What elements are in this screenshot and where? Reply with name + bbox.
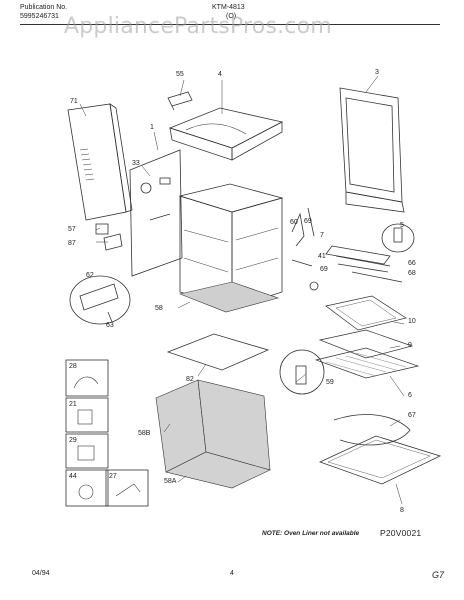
part-label-28: 28 <box>69 363 77 370</box>
part-label-58B: 58B <box>138 430 151 437</box>
part-label-9: 9 <box>408 342 412 349</box>
publication-number: 5995246731 <box>20 13 59 20</box>
part-label-69: 69 <box>320 266 328 273</box>
part-label-57: 57 <box>68 226 76 233</box>
part-label-5: 5 <box>400 222 404 229</box>
side-wall-drawing <box>129 149 183 277</box>
part-label-63: 63 <box>106 322 114 329</box>
oven-rack-drawing <box>314 295 420 379</box>
door-panel-drawing <box>339 87 405 213</box>
side-panel-drawing <box>67 103 133 221</box>
part-boxes-drawing <box>65 359 149 507</box>
footer-mark: G7 <box>432 570 445 580</box>
part-label-41: 41 <box>318 253 326 260</box>
insulation-blanket-drawing <box>155 379 271 489</box>
part-label-68: 68 <box>408 270 416 277</box>
part-label-67: 67 <box>408 412 416 419</box>
broil-element-drawing <box>325 245 403 283</box>
part-label-82: 82 <box>186 376 194 383</box>
watermark: AppliancePartsPros.com <box>64 14 332 39</box>
part-label-62: 62 <box>86 272 94 279</box>
part-label-29: 29 <box>69 437 77 444</box>
top-panel-drawing <box>168 107 284 161</box>
drawing-code: P20V0021 <box>380 528 422 538</box>
part-label-69-top: 69 <box>304 218 312 225</box>
control-parts-drawing <box>69 223 131 325</box>
publication-label: Publication No. <box>20 4 68 11</box>
part-label-44: 44 <box>69 473 77 480</box>
part-label-1: 1 <box>150 124 154 131</box>
part-label-3: 3 <box>375 69 379 76</box>
part-label-6: 6 <box>408 392 412 399</box>
part-label-4: 4 <box>218 71 222 78</box>
insulation-pad-drawing <box>178 281 280 313</box>
part-label-71: 71 <box>70 98 78 105</box>
bake-element-drawing <box>318 414 442 485</box>
leader-lines <box>79 75 405 505</box>
part-label-59: 59 <box>326 379 334 386</box>
part-label-27: 27 <box>109 473 117 480</box>
part-label-58: 58 <box>155 305 163 312</box>
part-label-10: 10 <box>408 318 416 325</box>
section-label: (O) <box>226 13 237 20</box>
detail-circle-drawing <box>279 349 325 395</box>
footer-date: 04/94 <box>32 570 50 577</box>
part-label-66: 66 <box>408 260 416 267</box>
part-label-21: 21 <box>69 401 77 408</box>
part-label-8: 8 <box>400 507 404 514</box>
sensor-disk-drawing <box>381 223 415 253</box>
footer-page-number: 4 <box>230 570 234 577</box>
hardware-drawing <box>291 207 319 291</box>
part-label-7: 7 <box>320 232 324 239</box>
oven-liner-note: NOTE: Oven Liner not available <box>262 530 360 537</box>
part-label-58A: 58A <box>164 478 177 485</box>
model-number: KTM-4813 <box>212 4 245 11</box>
bracket-drawing <box>167 91 193 111</box>
part-label-60: 60 <box>290 219 298 226</box>
part-label-33: 33 <box>132 160 140 167</box>
oven-cavity-drawing <box>178 183 284 309</box>
part-label-87: 87 <box>68 240 76 247</box>
bottom-panel-drawing <box>166 333 270 371</box>
part-label-55: 55 <box>176 71 184 78</box>
header-rule <box>20 24 440 25</box>
